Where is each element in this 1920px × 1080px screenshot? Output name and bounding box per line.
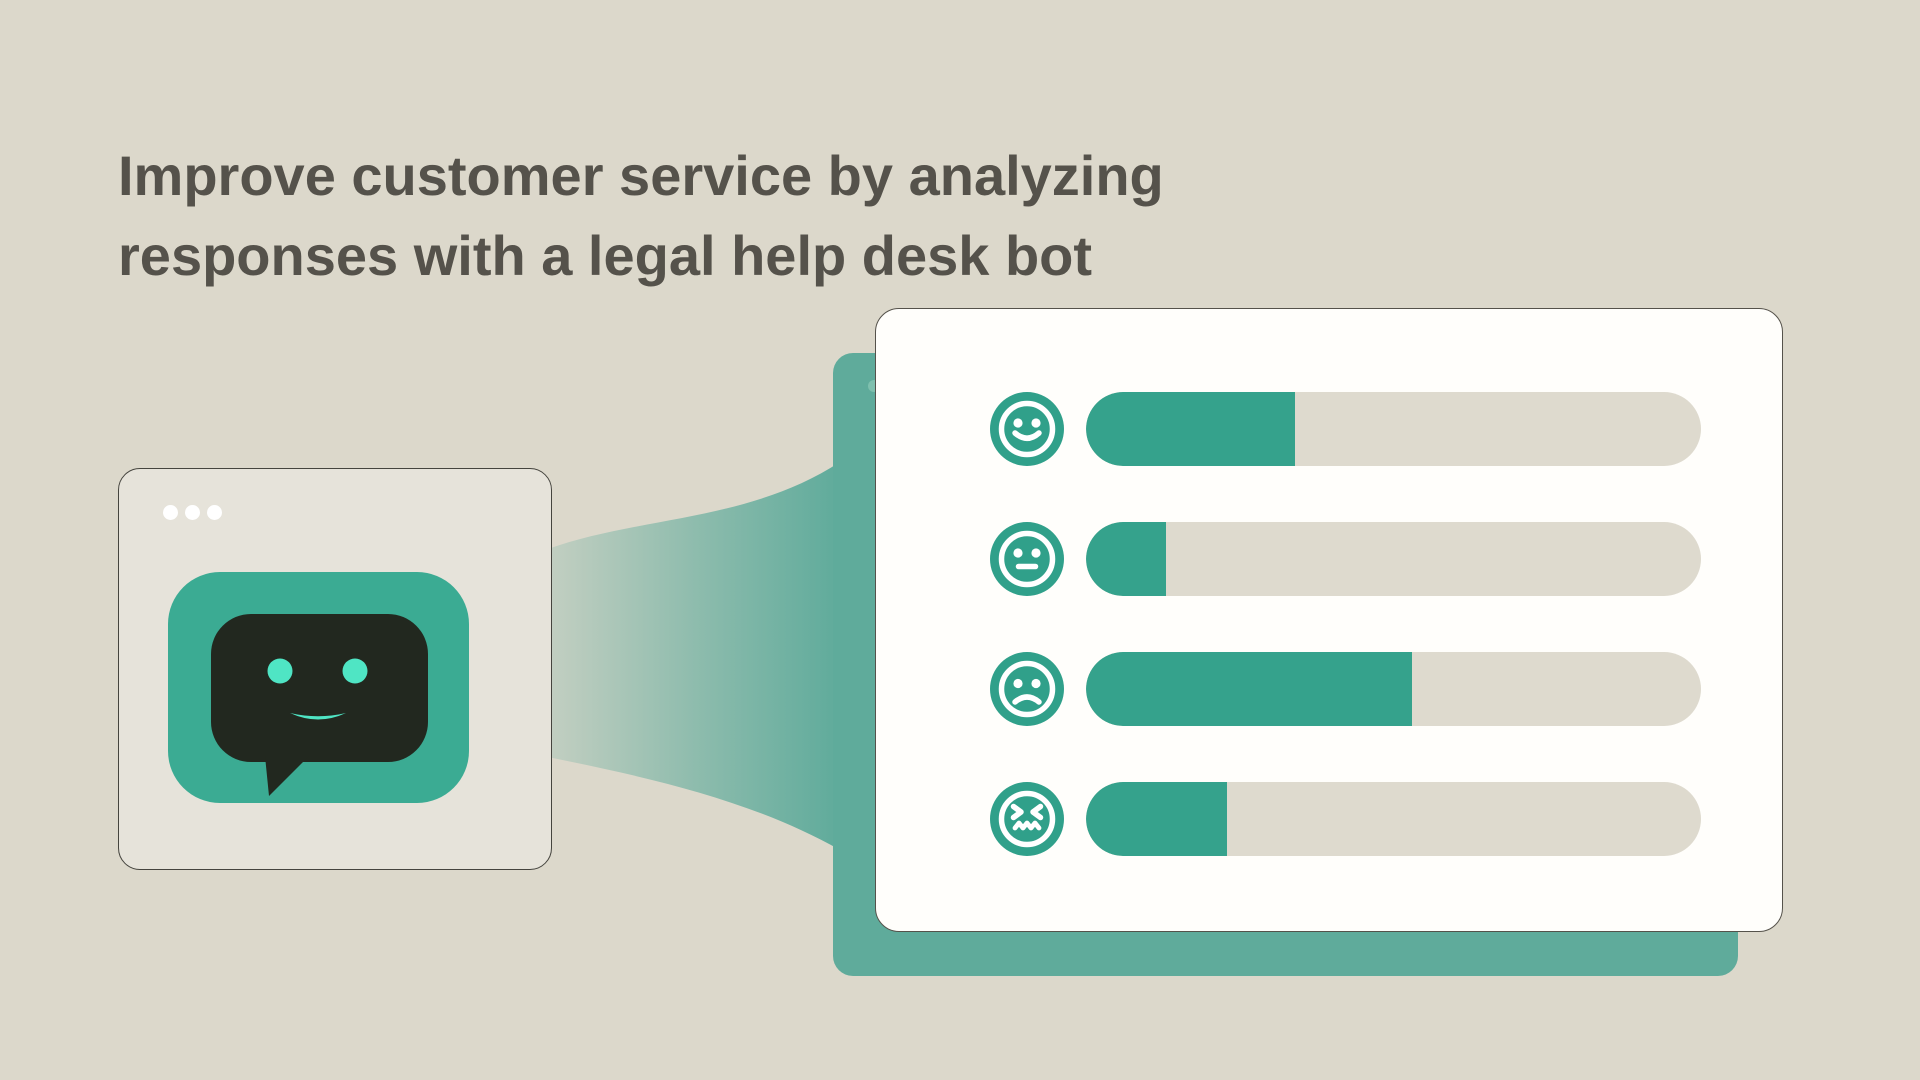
- sentiment-bar-track: [1086, 782, 1701, 856]
- bot-window-card: [118, 468, 552, 870]
- sentiment-row-sad: [990, 652, 1702, 726]
- page-title: Improve customer service by analyzing re…: [118, 136, 1164, 296]
- sentiment-bar-fill: [1086, 392, 1296, 466]
- page-title-line1: Improve customer service by analyzing: [118, 143, 1164, 207]
- window-dots: [163, 505, 222, 520]
- sentiment-row-very-unhappy: [990, 782, 1702, 856]
- window-dot: [185, 505, 200, 520]
- sentiment-row-happy: [990, 392, 1702, 466]
- chat-bot-icon: [168, 572, 469, 803]
- sentiment-bar-track: [1086, 652, 1701, 726]
- sentiment-analysis-card: [875, 308, 1783, 932]
- sentiment-bar-fill: [1086, 652, 1412, 726]
- sentiment-bar-track: [1086, 392, 1701, 466]
- confounded-face-icon: [990, 782, 1064, 856]
- window-dot: [163, 505, 178, 520]
- sentiment-bar-fill: [1086, 782, 1228, 856]
- window-dot: [207, 505, 222, 520]
- page-title-line2: responses with a legal help desk bot: [118, 223, 1093, 287]
- happy-face-icon: [990, 392, 1064, 466]
- neutral-face-icon: [990, 522, 1064, 596]
- sentiment-bar-track: [1086, 522, 1701, 596]
- sentiment-bar-fill: [1086, 522, 1166, 596]
- sad-face-icon: [990, 652, 1064, 726]
- sentiment-row-neutral: [990, 522, 1702, 596]
